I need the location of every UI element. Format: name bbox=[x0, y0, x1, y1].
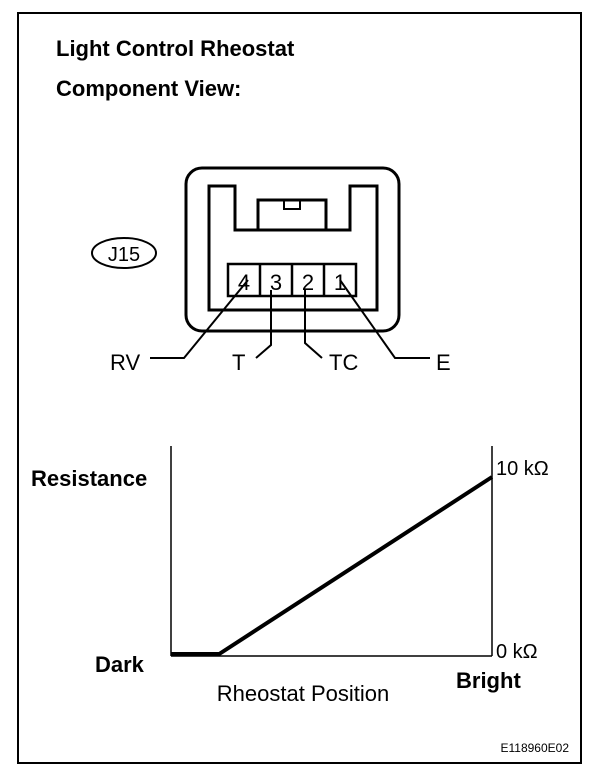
pin-number: 1 bbox=[334, 270, 346, 295]
y-axis-label: Resistance bbox=[31, 466, 147, 491]
terminal-label-t: T bbox=[232, 350, 245, 375]
resistance-graph: Resistance Dark Bright 10 kΩ 0 kΩ Rheost… bbox=[31, 446, 549, 706]
resistance-curve bbox=[171, 475, 494, 656]
leader-line-tc bbox=[304, 290, 323, 359]
connector-cavity bbox=[207, 184, 379, 312]
bright-label: Bright bbox=[456, 668, 521, 693]
terminal-label-e: E bbox=[436, 350, 451, 375]
connector-diagram: 4 3 2 1 J15 RV T TC E bbox=[91, 166, 451, 375]
figure-code: E118960E02 bbox=[500, 741, 569, 755]
connector-lock-tab bbox=[256, 198, 328, 230]
leader-line-t bbox=[255, 290, 272, 359]
figure-frame bbox=[17, 12, 582, 764]
min-resistance-label: 0 kΩ bbox=[496, 641, 538, 663]
pin-number: 2 bbox=[302, 270, 314, 295]
connector-id: J15 bbox=[108, 244, 140, 266]
component-view-label: Component View: bbox=[56, 76, 242, 101]
x-axis-label: Rheostat Position bbox=[217, 681, 389, 706]
terminal-label-rv: RV bbox=[110, 350, 140, 375]
connector-id-oval bbox=[91, 237, 157, 269]
component-title: Light Control Rheostat bbox=[56, 36, 295, 61]
pin-number: 3 bbox=[270, 270, 282, 295]
max-resistance-label: 10 kΩ bbox=[496, 458, 549, 480]
dark-label: Dark bbox=[95, 652, 145, 677]
leader-line-e bbox=[339, 279, 430, 359]
connector-housing bbox=[184, 166, 401, 333]
terminal-label-tc: TC bbox=[329, 350, 358, 375]
lock-tab-slot bbox=[283, 199, 301, 210]
leader-line-rv bbox=[150, 279, 249, 359]
